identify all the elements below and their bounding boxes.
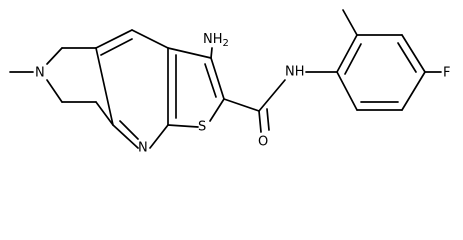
amine-label: NH2 xyxy=(203,32,229,50)
bond-c8-c8a xyxy=(95,101,114,126)
bond-n1-c9a xyxy=(149,124,169,149)
bond-ar6-ar1 xyxy=(336,71,358,111)
bond-c8a-n1 xyxy=(112,124,139,149)
bond-c4a-c4 xyxy=(95,29,133,49)
bond-c4-c3a xyxy=(131,29,169,49)
bond-s-c2 xyxy=(209,98,225,122)
bond-ar3-ar4 xyxy=(401,34,426,73)
structure-canvas: N N S NH2 O NH F xyxy=(9,9,450,156)
carbonyl-oxygen-label: O xyxy=(258,135,268,150)
bond-c3-nh2 xyxy=(210,47,213,59)
bond-ar4-ar5 xyxy=(401,71,426,111)
bond-ar3-ar4-double xyxy=(397,42,417,73)
amide-nh-label: NH xyxy=(285,65,305,80)
pyridine-nitrogen-label: N xyxy=(138,141,148,156)
atom-labels: N N S NH2 O NH F xyxy=(35,32,450,156)
bond-c8a-n1-double xyxy=(119,120,139,140)
bond-c9a-s xyxy=(167,124,199,128)
fluorine-label: F xyxy=(443,66,450,81)
bond-lines xyxy=(9,9,442,149)
amine-subscript: 2 xyxy=(223,38,229,49)
bond-c4a-c8a xyxy=(95,47,114,126)
bond-c2-camide xyxy=(223,98,260,112)
piperidine-nitrogen-label: N xyxy=(35,66,45,81)
bond-c2-c3-double xyxy=(204,63,217,98)
bond-camide-o xyxy=(258,110,262,133)
bond-ar1-ar2-double xyxy=(344,43,362,75)
bond-c3-c3a xyxy=(167,47,212,59)
chemical-structure: N N S NH2 O NH F xyxy=(9,9,450,156)
bond-c4-c4a-double xyxy=(100,38,133,56)
bond-ar1-ar2 xyxy=(336,34,358,73)
bond-camide-o-double xyxy=(266,108,270,131)
amine-nh-text: NH xyxy=(203,32,223,47)
bond-c2-c3 xyxy=(210,57,225,100)
thiophene-sulfur-label: S xyxy=(198,120,206,135)
bond-n6-c7 xyxy=(46,79,63,103)
bond-n6-c5 xyxy=(46,47,63,65)
bond-aryl-methyl xyxy=(342,9,358,36)
bond-camide-nh xyxy=(258,79,286,112)
